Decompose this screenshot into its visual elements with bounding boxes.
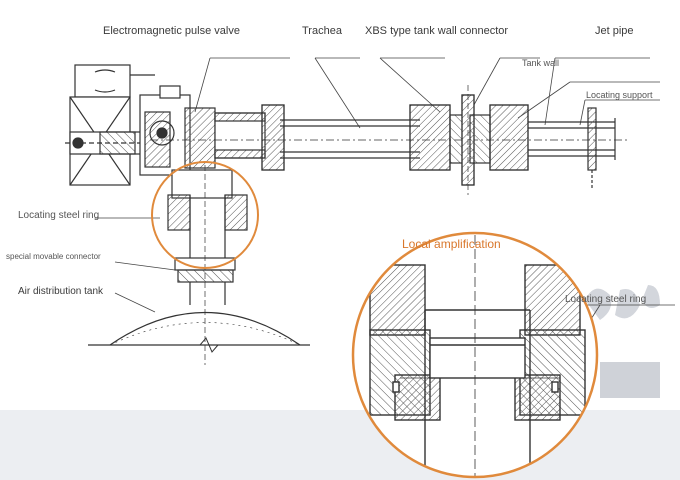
label-air-distribution-tank: Air distribution tank xyxy=(18,286,104,297)
label-special-movable-connector: special movable connector xyxy=(6,252,101,261)
label-local-amplification: Local amplification xyxy=(402,237,501,251)
zoom-detail xyxy=(351,231,599,479)
label-pulse-valve: Electromagnetic pulse valve xyxy=(103,25,240,37)
watermark xyxy=(585,285,660,398)
highlight-circle-small xyxy=(151,161,259,269)
pulse-valve-body xyxy=(139,85,285,176)
label-tank-wall-connector: XBS type tank wall connector xyxy=(365,25,509,37)
tank-wall-connector xyxy=(409,85,529,195)
trachea-pipe xyxy=(150,119,630,159)
label-locating-support: Locating support xyxy=(586,90,653,100)
label-tank-wall: Tank wall xyxy=(522,58,560,68)
solenoid-coil xyxy=(65,64,160,186)
label-jet-pipe: Jet pipe xyxy=(595,25,634,37)
label-locating-steel-ring-zoom: Locating steel ring xyxy=(565,294,647,305)
air-distribution-tank xyxy=(88,312,310,353)
vertical-outlet xyxy=(167,165,248,365)
jet-pipe xyxy=(528,107,616,190)
label-locating-steel-ring: Locating steel ring xyxy=(18,210,100,221)
leader-lines xyxy=(95,57,675,361)
label-trachea: Trachea xyxy=(302,25,342,37)
